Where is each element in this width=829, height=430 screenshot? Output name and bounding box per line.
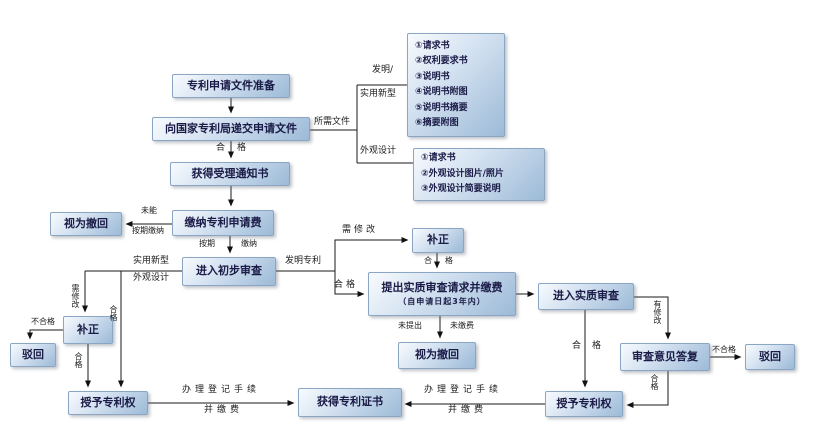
node-reject-left: 驳回 bbox=[10, 343, 56, 367]
edge-label-utility-left: 实用新型 bbox=[133, 256, 170, 266]
docs-item: ⑥摘要附图 bbox=[415, 118, 459, 128]
node-grant-right: 授予专利权 bbox=[545, 391, 623, 417]
node-opinion-reply: 审查意见答复 bbox=[620, 343, 710, 371]
node-pay-fee: 缴纳专利申请费 bbox=[172, 210, 274, 236]
edge-label-unqualified-right: 不合格 bbox=[712, 345, 736, 354]
edge-label-has-fix: 有修改 bbox=[653, 300, 662, 324]
node-correction-left: 补正 bbox=[63, 316, 113, 344]
edge-label-register-right: 办理登记手续 bbox=[424, 385, 503, 395]
edge-label-invention-patent: 发明专利 bbox=[285, 256, 322, 266]
node-docs-design-list: ①请求书 ②外观设计图片/照片 ③外观设计简要说明 bbox=[413, 148, 545, 201]
docs-item: ③说明书 bbox=[415, 71, 450, 82]
docs-item: ②权利要求书 bbox=[415, 56, 468, 66]
docs-item: ⑤说明书摘要 bbox=[415, 102, 468, 113]
edge-label-correction-ok-he: 合 bbox=[424, 256, 432, 265]
node-accept-notice: 获得受理通知书 bbox=[170, 162, 290, 186]
node-prep: 专利申请文件准备 bbox=[172, 74, 290, 98]
edge-label-utility-model: 实用新型 bbox=[360, 89, 397, 99]
node-substantive-exam: 进入实质审查 bbox=[538, 283, 634, 310]
edge-label-qualified-to-request: 合格 bbox=[334, 280, 359, 290]
edge-label-on-time: 按期 bbox=[199, 239, 215, 248]
docs-item: ①请求书 bbox=[421, 153, 456, 164]
edge-label-paid: 缴纳 bbox=[241, 239, 257, 248]
edge-label-need-fix-left: 需修改 bbox=[71, 284, 80, 308]
node-substantive-request: 提出实质审查请求并缴费 （自申请日起3年内） bbox=[368, 272, 516, 316]
docs-item: ①请求书 bbox=[415, 40, 450, 51]
edge-label-required-docs: 所需文件 bbox=[314, 117, 351, 127]
edge-label-failed: 未能 bbox=[141, 206, 157, 215]
node-reject-right: 驳回 bbox=[745, 344, 795, 370]
edge-label-subst-ok-ge: 格 bbox=[592, 341, 602, 351]
node-docs-invention-list: ①请求书 ②权利要求书 ③说明书 ④说明书附图 ⑤说明书摘要 ⑥摘要附图 bbox=[407, 33, 505, 137]
edge-label-invention: 发明/ bbox=[372, 65, 394, 75]
substantive-request-label: 提出实质审查请求并缴费 bbox=[381, 281, 503, 295]
edge-label-unqualified-left: 不合格 bbox=[31, 317, 55, 326]
node-correction-right: 补正 bbox=[412, 228, 464, 253]
node-deemed-withdrawn-left: 视为撤回 bbox=[50, 212, 122, 236]
node-submit: 向国家专利局递交申请文件 bbox=[152, 117, 310, 141]
edge-label-qualified-direct: 合格 bbox=[109, 305, 118, 321]
edge-label-pay-on-time-fail: 按期缴纳 bbox=[132, 226, 164, 235]
edge-label-register-left: 办理登记手续 bbox=[182, 385, 261, 395]
edge-label-not-paid: 未缴费 bbox=[450, 321, 474, 330]
node-certificate: 获得专利证书 bbox=[298, 388, 402, 417]
substantive-request-sublabel: （自申请日起3年内） bbox=[398, 296, 486, 306]
edge-label-and-pay-right: 并缴费 bbox=[448, 405, 488, 415]
docs-item: ②外观设计图片/照片 bbox=[421, 168, 504, 179]
docs-item: ④说明书附图 bbox=[415, 87, 468, 97]
edge-label-correction-left-ok: 合格 bbox=[74, 352, 83, 368]
edge-label-design: 外观设计 bbox=[360, 146, 397, 156]
edge-label-design-left: 外观设计 bbox=[133, 273, 170, 283]
edge-label-and-pay-left: 并缴费 bbox=[204, 405, 244, 415]
edge-label-need-fix-right: 需修改 bbox=[342, 225, 379, 235]
node-grant-left: 授予专利权 bbox=[68, 391, 148, 415]
edge-label-qualified-ge: 格 bbox=[237, 143, 247, 153]
edge-label-reply-ok: 合格 bbox=[650, 374, 659, 390]
edge-label-subst-ok-he: 合 bbox=[572, 341, 582, 351]
edge-label-qualified-he: 合 bbox=[216, 143, 226, 153]
edge-label-not-submitted: 未提出 bbox=[398, 321, 422, 330]
edge-label-correction-ok-ge: 格 bbox=[445, 256, 453, 265]
docs-item: ③外观设计简要说明 bbox=[421, 184, 501, 195]
node-preliminary-exam: 进入初步审查 bbox=[182, 257, 276, 286]
node-deemed-withdrawn-mid: 视为撤回 bbox=[398, 342, 476, 369]
